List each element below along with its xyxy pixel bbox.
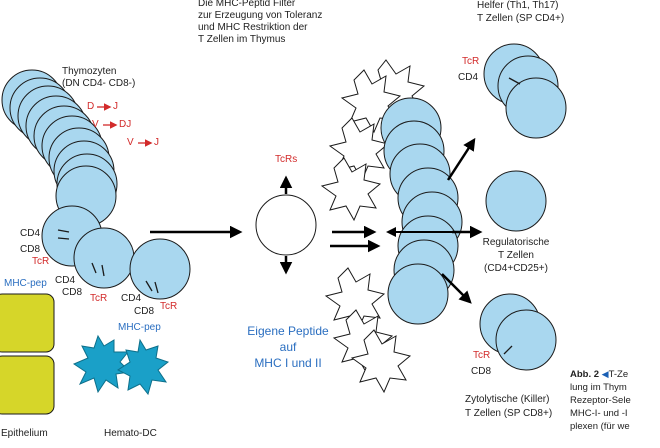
apoptotic-cells	[320, 59, 426, 394]
cd4-label-2: CD4	[55, 275, 76, 286]
own-peptides-line-3: MHC I und II	[254, 356, 322, 370]
tcrs-label: TcRs	[275, 154, 298, 165]
helper-tcr: TcR	[462, 56, 480, 67]
filter-cell	[255, 194, 317, 256]
hemato-dc-label: Hemato-DC	[104, 428, 157, 439]
tcr-label-1: TcR	[32, 256, 50, 267]
arrow-to-cytotoxic	[441, 273, 472, 304]
mhc-pep-dendritic: MHC-pep	[118, 322, 161, 333]
cytotoxic-tcr: TcR	[473, 350, 491, 361]
dp-cells	[41, 205, 191, 300]
rearrangement-d: D	[87, 101, 95, 112]
figure-caption: Abb. 2 ◀T-Ze lung im Thym Rezeptor-Sele …	[570, 368, 631, 433]
cd8-label-3: CD8	[134, 306, 155, 317]
thymocytes-label: Thymozyten	[62, 66, 117, 77]
regulatory-label-1: Regulatorische	[482, 237, 550, 248]
cd4-label-3: CD4	[121, 293, 142, 304]
helper-cells	[483, 43, 567, 139]
rearrangement-arrows	[97, 103, 153, 147]
dendritic-cells	[72, 334, 170, 396]
rearrangement-j: J	[113, 101, 118, 112]
title-line-1: Die MHC-Peptid Filter	[198, 0, 296, 9]
caption-label: Abb. 2	[570, 369, 600, 380]
rearrangement-v1: V	[92, 119, 99, 130]
receptor-ticks	[57, 229, 159, 294]
caption-triangle-icon: ◀	[601, 369, 609, 379]
helper-label-1: Helfer (Th1, Th17)	[477, 0, 559, 11]
tcr-label-2: TcR	[90, 293, 108, 304]
title-line-3: und MHC Restriktion der	[198, 22, 308, 33]
helper-cd4: CD4	[458, 72, 479, 83]
rearrangement-v2: V	[127, 137, 134, 148]
mhc-pep-epithelium: MHC-pep	[4, 278, 47, 289]
caption-line-2: lung im Thym	[570, 382, 627, 393]
epithelium-label: Epithelium	[1, 428, 48, 439]
tcr-label-3: TcR	[160, 301, 178, 312]
own-peptides-line-2: auf	[279, 340, 297, 354]
thymocytes-sublabel: (DN CD4- CD8-)	[62, 78, 136, 89]
caption-line-5: plexen (für we	[570, 421, 630, 432]
cytotoxic-label-2: T Zellen (SP CD8+)	[465, 408, 553, 419]
selected-cells	[380, 97, 463, 325]
regulatory-cell	[485, 170, 547, 232]
title-line-4: T Zellen im Thymus	[198, 34, 286, 45]
caption-line-4: MHC-I- und -I	[570, 408, 628, 419]
caption-line-3: Rezeptor-Sele	[570, 395, 631, 406]
cytotoxic-cells	[479, 293, 557, 371]
cd8-label-2: CD8	[62, 287, 83, 298]
helper-label-2: T Zellen (SP CD4+)	[477, 13, 565, 24]
regulatory-label-3: (CD4+CD25+)	[484, 263, 548, 274]
own-peptides-line-1: Eigene Peptide	[247, 324, 329, 338]
rearrangement-j2: J	[154, 137, 159, 148]
cytotoxic-cd8: CD8	[471, 366, 492, 377]
cd8-label-1: CD8	[20, 244, 41, 255]
caption-line-1: T-Ze	[608, 369, 629, 380]
epithelium-cells	[0, 293, 55, 415]
rearrangement-dj: DJ	[119, 119, 132, 130]
regulatory-label-2: T Zellen	[498, 250, 534, 261]
cd4-label-1: CD4	[20, 228, 41, 239]
cytotoxic-label-1: Zytolytische (Killer)	[465, 394, 550, 405]
title-line-2: zur Erzeugung von Toleranz	[198, 10, 323, 21]
thymocyte-chain	[1, 69, 118, 227]
arrow-to-helper	[446, 137, 476, 181]
